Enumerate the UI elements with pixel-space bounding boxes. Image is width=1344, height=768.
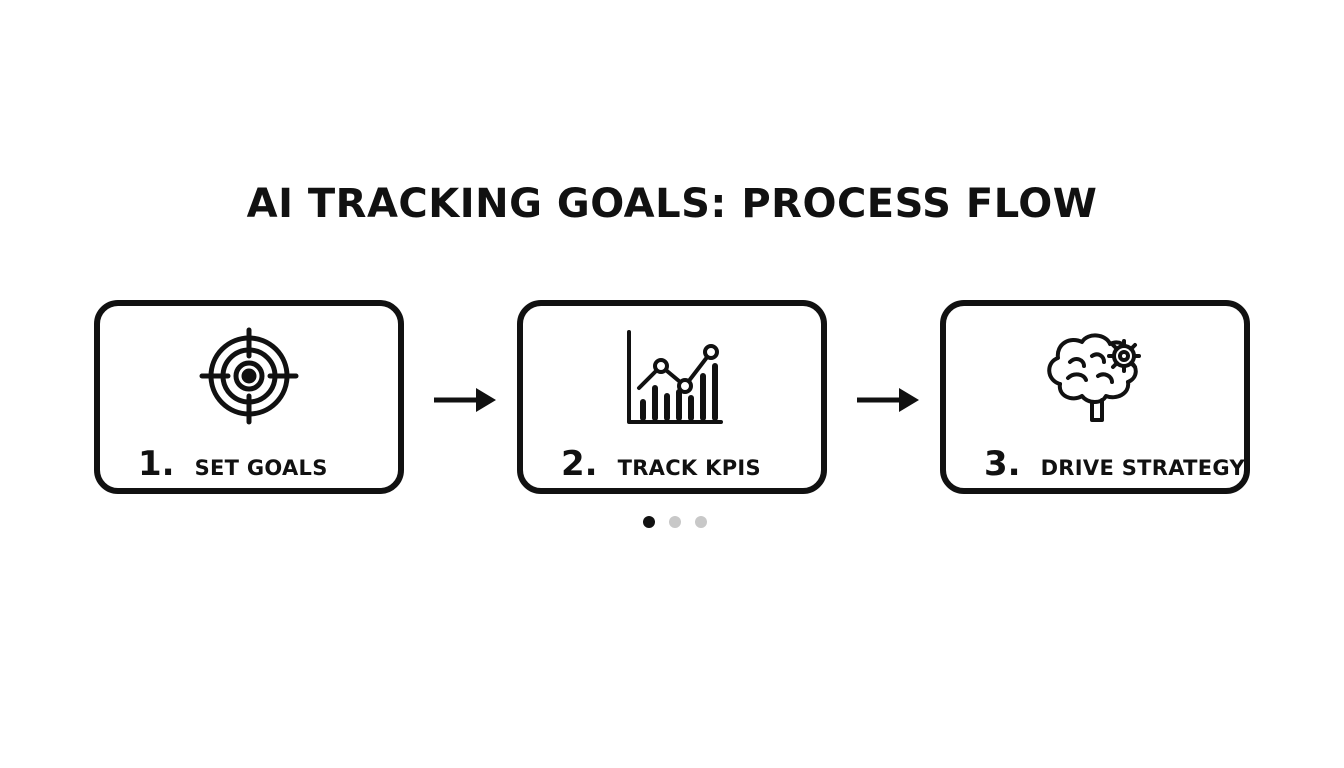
step-label: SET GOALS — [194, 456, 328, 480]
step-label-row: 3. DRIVE STRATEGY — [984, 444, 1245, 484]
diagram-title: AI TRACKING GOALS: PROCESS FLOW — [246, 181, 1098, 227]
brain-gear-icon — [1040, 326, 1150, 426]
step-label: DRIVE STRATEGY — [1040, 456, 1245, 480]
step-label-row: 2. TRACK KPIS — [561, 444, 809, 484]
step-label-row: 1. SET GOALS — [138, 444, 386, 484]
pagination-dots — [643, 516, 707, 528]
arrow-right-icon — [432, 385, 498, 415]
pagination-dot[interactable] — [695, 516, 707, 528]
step-number: 2. — [561, 444, 598, 484]
arrow-right-icon — [855, 385, 921, 415]
step-number: 3. — [984, 444, 1021, 484]
step-card-drive-strategy: 3. DRIVE STRATEGY — [940, 300, 1250, 494]
target-icon — [194, 326, 304, 426]
step-number: 1. — [138, 444, 175, 484]
step-card-track-kpis: 2. TRACK KPIS — [517, 300, 827, 494]
chart-icon — [617, 326, 727, 426]
step-label: TRACK KPIS — [617, 456, 761, 480]
pagination-dot[interactable] — [643, 516, 655, 528]
step-card-set-goals: 1. SET GOALS — [94, 300, 404, 494]
pagination-dot[interactable] — [669, 516, 681, 528]
